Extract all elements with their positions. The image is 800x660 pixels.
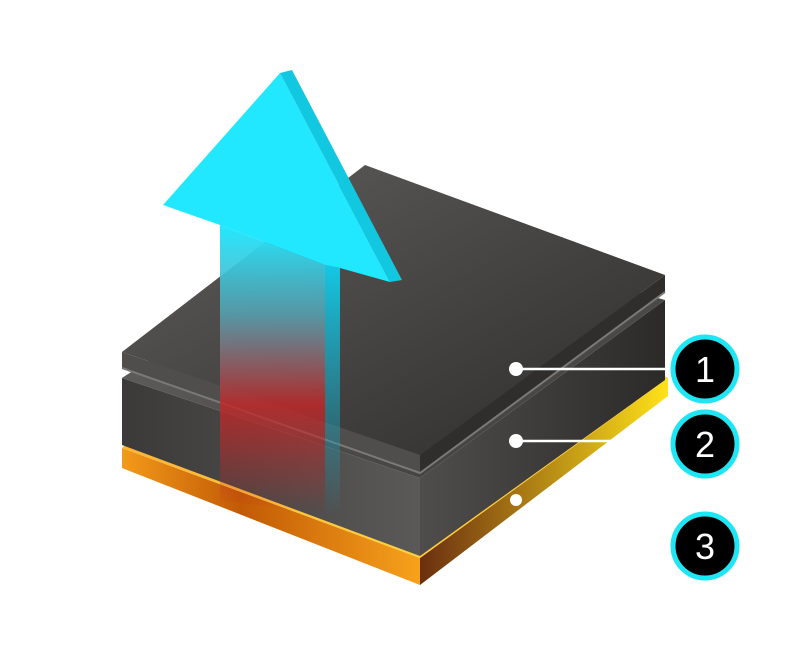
badge-2: 2 <box>670 409 740 479</box>
leader-line-3 <box>510 494 522 506</box>
heat-arrow <box>163 70 402 515</box>
badge-1-number: 1 <box>695 349 715 390</box>
leader-line-2 <box>509 434 675 448</box>
leader-line-1 <box>509 362 675 376</box>
badge-2-number: 2 <box>695 424 715 465</box>
badge-1: 1 <box>670 334 740 404</box>
badge-3-number: 3 <box>695 526 715 567</box>
badge-3: 3 <box>670 511 740 581</box>
